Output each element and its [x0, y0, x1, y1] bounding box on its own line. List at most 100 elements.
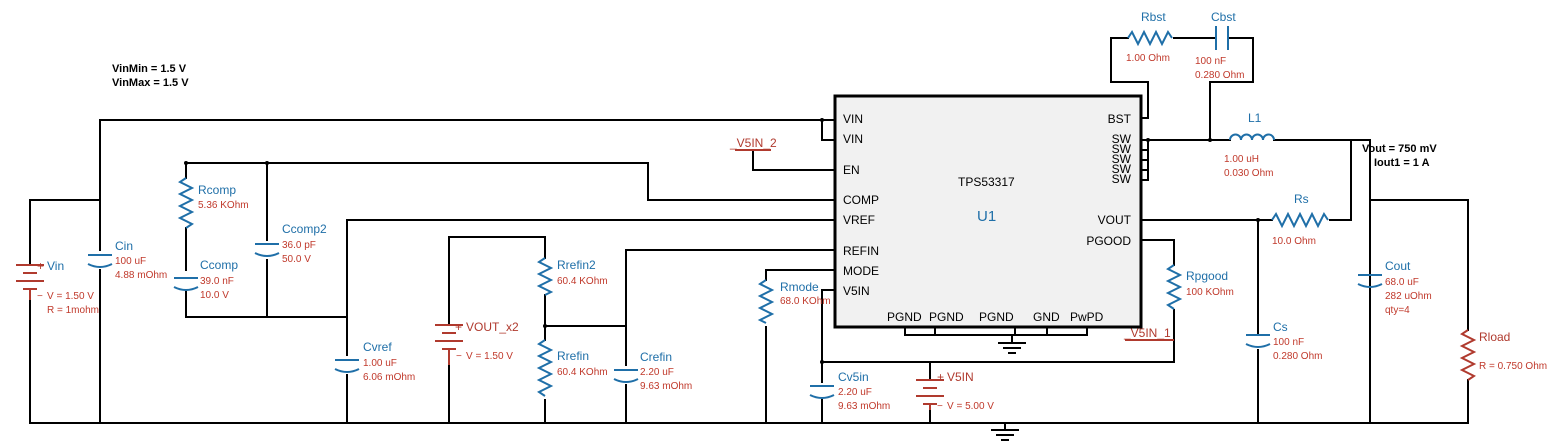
- resistor-rpgood[interactable]: Rpgood 100 KOhm: [1165, 264, 1234, 310]
- cv5in-esr: 9.63 mOhm: [838, 401, 890, 412]
- pin-vref: VREF: [843, 213, 875, 227]
- capacitor-cout[interactable]: Cout 68.0 uF 282 uOhm qty=4: [1357, 259, 1432, 316]
- ic-tps53317[interactable]: VIN VIN EN COMP VREF REFIN MODE V5IN BST…: [833, 94, 1143, 329]
- net-v5in-1-text: _V5IN_1: [1123, 326, 1171, 340]
- pin-pgnd-1: PGND: [887, 310, 922, 324]
- rbst-value: 1.00 Ohm: [1126, 53, 1170, 64]
- vin-voltage: V = 1.50 V: [47, 291, 94, 302]
- pin-sw-3: SW: [1112, 152, 1132, 166]
- cin-esr: 4.88 mOhm: [115, 270, 167, 281]
- l1-name: L1: [1248, 111, 1262, 125]
- resistor-rs[interactable]: Rs 10.0 Ohm: [1271, 192, 1329, 247]
- v5in-plus: +: [937, 370, 944, 384]
- ccomp2-name: Ccomp2: [282, 222, 327, 236]
- pin-vout: VOUT: [1098, 213, 1132, 227]
- rpgood-name: Rpgood: [1186, 269, 1228, 283]
- vout-label: Vout = 750 mV: [1362, 143, 1437, 155]
- vout-x2-plus: +: [455, 320, 462, 334]
- pin-pgnd-2: PGND: [929, 310, 964, 324]
- pin-pwpd: PwPD: [1070, 310, 1104, 324]
- vout-x2-voltage: V = 1.50 V: [466, 351, 513, 362]
- ccomp-value: 39.0 nF: [200, 276, 234, 287]
- cout-value: 68.0 uF: [1385, 277, 1419, 288]
- capacitor-cin[interactable]: Cin 100 uF 4.88 mOhm: [87, 239, 167, 281]
- v5in-voltage: V = 5.00 V: [947, 401, 994, 412]
- vout-x2-minus: −: [456, 351, 462, 362]
- vinmax-label: VinMax = 1.5 V: [112, 77, 189, 89]
- ground-icon: [991, 423, 1019, 441]
- pin-v5in: V5IN: [843, 284, 870, 298]
- ic-part-number: TPS53317: [958, 175, 1015, 189]
- vout-x2-name: VOUT_x2: [466, 320, 519, 334]
- source-vin[interactable]: + Vin − V = 1.50 V R = 1mohm: [16, 259, 99, 316]
- pin-vin-1: VIN: [843, 112, 863, 126]
- cv5in-value: 2.20 uF: [838, 387, 872, 398]
- ccomp2-voltage: 50.0 V: [282, 254, 311, 265]
- capacitor-crefin[interactable]: Crefin 2.20 uF 9.63 mOhm: [613, 350, 692, 392]
- pin-pgood: PGOOD: [1086, 234, 1131, 248]
- vin-plus: +: [37, 259, 44, 273]
- resistor-rrefin[interactable]: Rrefin 60.4 KOhm: [536, 339, 608, 397]
- cv5in-name: Cv5in: [838, 370, 869, 384]
- rs-name: Rs: [1294, 192, 1309, 206]
- vinmin-label: VinMin = 1.5 V: [112, 63, 187, 75]
- resistor-rcomp[interactable]: Rcomp 5.36 KOhm: [177, 177, 249, 229]
- pin-mode: MODE: [843, 264, 879, 278]
- pin-bst: BST: [1108, 112, 1132, 126]
- vin-name: Vin: [47, 259, 64, 273]
- cin-name: Cin: [115, 239, 133, 253]
- resistor-rbst[interactable]: Rbst 1.00 Ohm: [1126, 10, 1173, 64]
- source-vout-x2[interactable]: + VOUT_x2 − V = 1.50 V: [435, 320, 519, 365]
- capacitor-cvref[interactable]: Cvref 1.00 uF 6.06 mOhm: [334, 340, 415, 383]
- cout-name: Cout: [1385, 259, 1411, 273]
- pin-sw-4: SW: [1112, 162, 1132, 176]
- crefin-name: Crefin: [640, 350, 672, 364]
- crefin-esr: 9.63 mOhm: [640, 381, 692, 392]
- cvref-name: Cvref: [363, 340, 392, 354]
- pin-comp: COMP: [843, 193, 879, 207]
- inductor-l1[interactable]: L1 1.00 uH 0.030 Ohm: [1224, 111, 1275, 179]
- rload-name: Rload: [1479, 330, 1510, 344]
- capacitor-ccomp[interactable]: Ccomp 39.0 nF 10.0 V: [173, 258, 238, 301]
- pin-sw-5: SW: [1112, 172, 1132, 186]
- junction-dots: [184, 118, 1260, 364]
- v5in-name: V5IN: [947, 370, 974, 384]
- crefin-value: 2.20 uF: [640, 367, 674, 378]
- capacitor-cs[interactable]: Cs 100 nF 0.280 Ohm: [1245, 320, 1322, 362]
- cbst-value: 100 nF: [1195, 56, 1226, 67]
- l1-dcr: 0.030 Ohm: [1224, 168, 1273, 179]
- rrefin2-value: 60.4 KOhm: [557, 276, 608, 287]
- pin-gnd: GND: [1033, 310, 1060, 324]
- ccomp-voltage: 10.0 V: [200, 290, 229, 301]
- rrefin2-name: Rrefin2: [557, 258, 596, 272]
- resistor-rload[interactable]: Rload R = 0.750 Ohm: [1459, 329, 1547, 381]
- rmode-value: 68.0 KOhm: [780, 296, 831, 307]
- rpgood-value: 100 KOhm: [1186, 287, 1234, 298]
- ccomp-name: Ccomp: [200, 258, 238, 272]
- pin-refin: REFIN: [843, 244, 879, 258]
- capacitor-cv5in[interactable]: Cv5in 2.20 uF 9.63 mOhm: [809, 370, 890, 412]
- rrefin-value: 60.4 KOhm: [557, 367, 608, 378]
- resistor-rmode[interactable]: Rmode 68.0 KOhm: [757, 279, 831, 324]
- capacitor-cbst[interactable]: Cbst 100 nF 0.280 Ohm: [1195, 10, 1244, 81]
- net-label-v5in-2[interactable]: _V5IN_2: [729, 136, 777, 151]
- v5in-minus: −: [937, 401, 943, 412]
- rcomp-value: 5.36 KOhm: [198, 200, 249, 211]
- rrefin-name: Rrefin: [557, 349, 589, 363]
- rcomp-name: Rcomp: [198, 183, 236, 197]
- cbst-esr: 0.280 Ohm: [1195, 70, 1244, 81]
- net-label-v5in-1[interactable]: _V5IN_1: [1123, 326, 1174, 341]
- l1-value: 1.00 uH: [1224, 154, 1259, 165]
- cout-qty: qty=4: [1385, 305, 1410, 316]
- cs-value: 100 nF: [1273, 337, 1304, 348]
- resistor-rrefin2[interactable]: Rrefin2 60.4 KOhm: [536, 257, 608, 296]
- rs-value: 10.0 Ohm: [1272, 236, 1316, 247]
- cvref-value: 1.00 uF: [363, 358, 397, 369]
- iout-label: Iout1 = 1 A: [1374, 157, 1430, 169]
- ground-icon: [998, 342, 1026, 354]
- capacitor-ccomp2[interactable]: Ccomp2 36.0 pF 50.0 V: [254, 222, 327, 265]
- vin-resistance: R = 1mohm: [47, 305, 99, 316]
- cs-esr: 0.280 Ohm: [1273, 351, 1322, 362]
- source-v5in[interactable]: + V5IN − V = 5.00 V: [916, 370, 994, 412]
